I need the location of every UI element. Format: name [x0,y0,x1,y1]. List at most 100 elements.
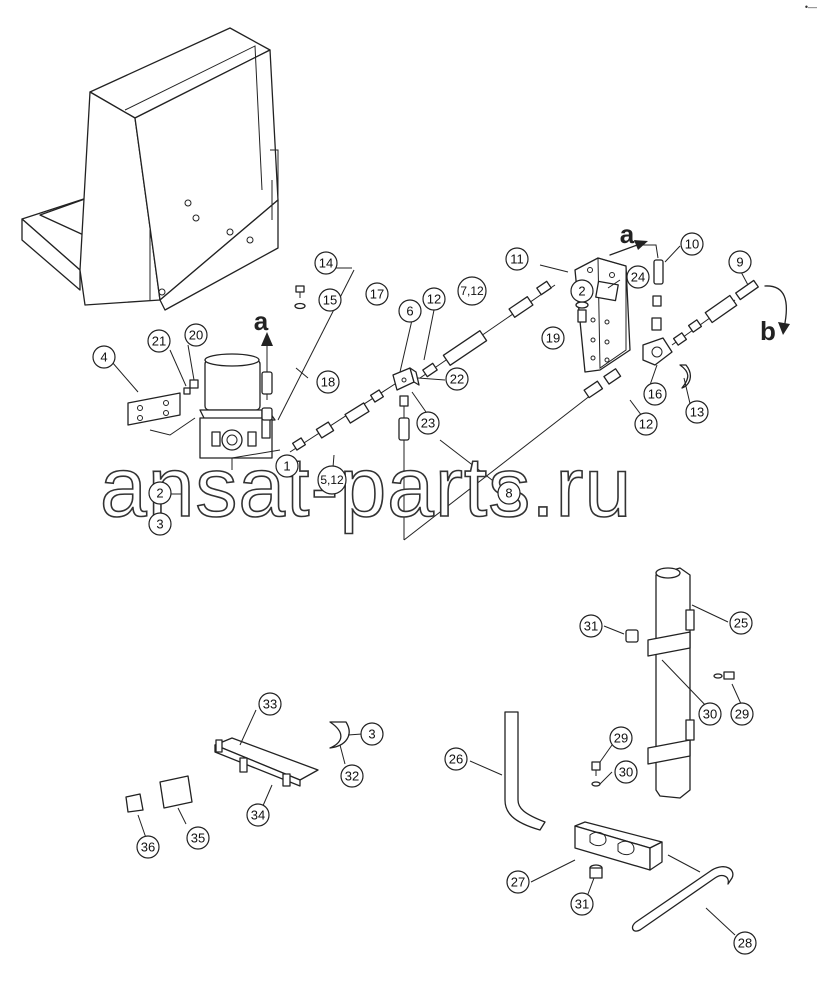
svg-text:3: 3 [368,727,375,742]
svg-text:23: 23 [421,416,435,431]
svg-text:13: 13 [690,405,704,420]
callout-8: 8 [497,481,521,505]
bracket-33 [125,709,363,839]
clip-13 [679,364,692,389]
callout-18: 18 [316,370,340,394]
callout-16: 16 [643,382,667,406]
callout-26: 26 [444,747,468,771]
svg-text:15: 15 [323,293,337,308]
callout-12: 12 [422,287,446,311]
svg-text:22: 22 [450,372,464,387]
svg-text:2: 2 [578,284,585,299]
callout-4: 4 [92,345,116,369]
callout-20: 20 [184,323,208,347]
corner-mark: •— [804,2,817,12]
svg-text:18: 18 [321,375,335,390]
direction-arrows [609,240,790,335]
plate-4 [127,379,199,436]
svg-text:29: 29 [614,731,628,746]
callout-7-12: 7,12 [457,276,487,306]
outlet-fitting [261,332,273,421]
svg-text:31: 31 [575,897,589,912]
callout-2: 2 [148,481,172,505]
svg-text:8: 8 [505,486,512,501]
callout-35: 35 [186,826,210,850]
svg-text:28: 28 [738,936,752,951]
callout-28: 28 [733,931,757,955]
callout-6: 6 [398,299,422,323]
valve-16 [640,244,759,366]
svg-text:34: 34 [251,808,265,823]
callout-9: 9 [728,250,752,274]
callout-21: 21 [147,329,171,353]
svg-text:12: 12 [427,292,441,307]
svg-text:3: 3 [156,517,163,532]
block-6 [392,367,420,540]
hose-8 [403,368,622,541]
handle-26 [504,711,546,831]
svg-text:24: 24 [631,270,645,285]
bolt-29-lower [591,761,601,787]
direction-label-a-top: a [254,306,269,336]
callout-31: 31 [570,892,594,916]
svg-text:30: 30 [703,707,717,722]
callout-15: 15 [318,288,342,312]
callout-31: 31 [579,614,603,638]
direction-label-b: b [760,316,776,346]
callout-29: 29 [609,726,633,750]
callout-24: 24 [626,265,650,289]
callout-30: 30 [614,760,638,784]
callout-30: 30 [698,702,722,726]
svg-text:2: 2 [156,486,163,501]
callout-3: 3 [360,722,384,746]
svg-text:27: 27 [511,875,525,890]
callout-36: 36 [136,835,160,859]
callout-27: 27 [506,870,530,894]
svg-text:21: 21 [152,334,166,349]
svg-text:11: 11 [510,252,524,267]
svg-text:1: 1 [283,459,290,474]
bracket-27 [574,821,663,879]
callout-32: 32 [340,764,364,788]
svg-text:30: 30 [619,765,633,780]
svg-text:26: 26 [449,752,463,767]
cab-frame [21,27,279,311]
callout-13: 13 [685,400,709,424]
callout-12: 12 [634,412,658,436]
callout-11: 11 [505,247,529,271]
svg-text:17: 17 [370,287,384,302]
reservoir-unit-1 [199,353,276,470]
svg-text:32: 32 [345,769,359,784]
callout-19: 19 [541,326,565,350]
svg-text:20: 20 [189,328,203,343]
callout-10: 10 [680,232,704,256]
svg-text:14: 14 [319,256,333,271]
leader-lines-lower [469,604,743,936]
svg-text:6: 6 [406,304,413,319]
svg-text:35: 35 [191,831,205,846]
handle-28 [631,854,734,932]
callout-2: 2 [570,279,594,303]
callout-25: 25 [729,611,753,635]
svg-text:36: 36 [141,840,155,855]
fitting-19 [575,301,589,323]
bolt-14 [294,285,306,310]
callout-14: 14 [314,251,338,275]
callout-33: 33 [258,692,282,716]
svg-text:5,12: 5,12 [320,473,344,487]
svg-text:19: 19 [546,331,560,346]
callout-3: 3 [148,512,172,536]
hose-7-12 [419,280,556,379]
direction-label-a-right: a [620,219,635,249]
callout-5-12: 5,12 [317,465,347,495]
watermark: ansat-parts.ru [100,440,632,534]
svg-text:16: 16 [648,387,662,402]
rail-25 [625,567,735,799]
svg-text:25: 25 [734,616,748,631]
svg-text:4: 4 [100,350,107,365]
svg-text:29: 29 [735,707,749,722]
callout-29: 29 [730,702,754,726]
hose-5-12 [289,381,399,453]
svg-text:12: 12 [639,417,653,432]
